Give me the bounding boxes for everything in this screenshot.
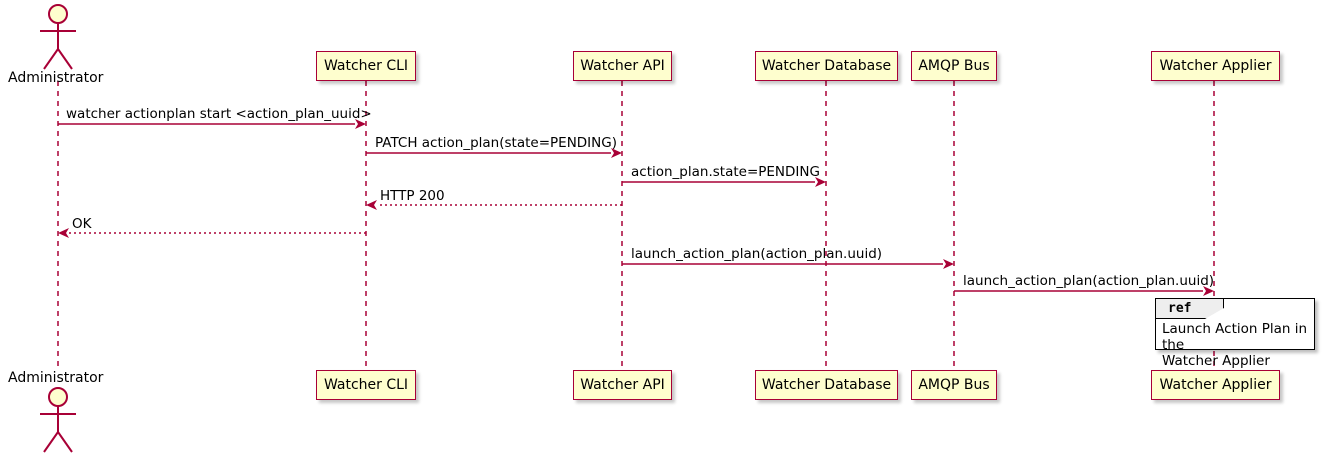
participant-box-bottom-watcher-api[interactable]: Watcher API (573, 370, 672, 400)
message-arrowhead-3 (366, 200, 377, 210)
participant-label: Watcher Applier (1159, 377, 1272, 393)
ref-fragment-tab-label: ref (1156, 299, 1224, 319)
actor-leg-left-icon (43, 48, 59, 70)
actor-leg-left-icon (43, 431, 59, 453)
ref-fragment-body-text: Launch Action Plan in the Watcher Applie… (1162, 321, 1308, 369)
actor-figure-top-administrator[interactable] (40, 4, 76, 70)
message-arrowhead-6 (1203, 286, 1214, 296)
message-arrow-1[interactable] (366, 148, 622, 158)
participant-label: Watcher CLI (323, 377, 409, 393)
participant-box-bottom-amqp-bus[interactable]: AMQP Bus (911, 370, 997, 400)
participant-label: Watcher Database (761, 58, 892, 74)
message-arrowhead-5 (943, 259, 954, 269)
participant-label: Watcher API (580, 58, 665, 74)
participant-box-bottom-watcher-cli[interactable]: Watcher CLI (316, 370, 416, 400)
message-arrow-2[interactable] (622, 177, 826, 187)
message-label-patch-action-plan: PATCH action_plan(state=PENDING) (375, 135, 617, 151)
participant-box-top-watcher-database[interactable]: Watcher Database (755, 51, 898, 81)
participant-label: Watcher API (580, 377, 665, 393)
actor-label-top: Administrator (8, 70, 104, 86)
message-arrowhead-0 (355, 119, 366, 129)
message-arrowhead-1 (611, 148, 622, 158)
actor-label-bottom: Administrator (8, 370, 104, 386)
participant-box-bottom-watcher-applier[interactable]: Watcher Applier (1151, 370, 1280, 400)
actor-head-icon (48, 4, 68, 24)
participant-box-top-watcher-api[interactable]: Watcher API (573, 51, 672, 81)
message-arrow-5[interactable] (622, 259, 954, 269)
actor-figure-bottom-administrator[interactable] (40, 387, 76, 453)
message-arrowhead-2 (815, 177, 826, 187)
participant-box-top-watcher-cli[interactable]: Watcher CLI (316, 51, 416, 81)
message-arrow-0[interactable] (58, 119, 366, 129)
message-arrow-6[interactable] (954, 286, 1214, 296)
actor-leg-right-icon (57, 431, 73, 453)
participant-label: Watcher Applier (1159, 58, 1272, 74)
participant-label: Watcher CLI (323, 58, 409, 74)
actor-leg-right-icon (57, 48, 73, 70)
ref-fragment-box[interactable]: ref Launch Action Plan in the Watcher Ap… (1155, 298, 1315, 369)
participant-box-top-watcher-applier[interactable]: Watcher Applier (1151, 51, 1280, 81)
message-label-launch-action-plan-bus-to-applier: launch_action_plan(action_plan.uuid) (963, 273, 1215, 289)
message-arrowhead-4 (58, 228, 69, 238)
participant-box-bottom-watcher-database[interactable]: Watcher Database (755, 370, 898, 400)
message-label-http-200: HTTP 200 (380, 188, 445, 204)
message-label-action-plan-state-pending: action_plan.state=PENDING (631, 164, 820, 180)
actor-head-icon (48, 387, 68, 407)
participant-label: AMQP Bus (918, 377, 990, 393)
message-label-watcher-actionplan-start: watcher actionplan start <action_plan_uu… (66, 106, 372, 122)
message-label-ok: OK (72, 216, 92, 232)
participant-box-top-amqp-bus[interactable]: AMQP Bus (911, 51, 997, 81)
message-arrow-4[interactable] (58, 228, 366, 238)
message-arrow-3[interactable] (366, 200, 622, 210)
message-label-launch-action-plan-api-to-bus: launch_action_plan(action_plan.uuid) (631, 246, 883, 262)
participant-label: AMQP Bus (918, 58, 990, 74)
participant-label: Watcher Database (761, 377, 892, 393)
